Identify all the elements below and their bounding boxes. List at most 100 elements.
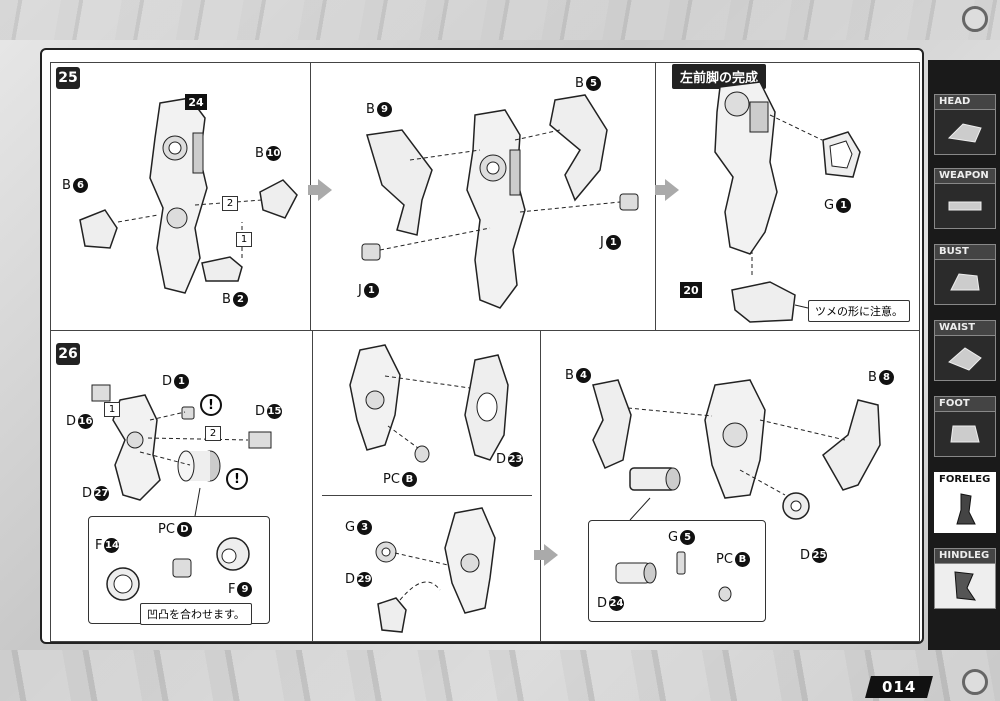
frame-left-illustration — [349, 344, 401, 451]
part-d1-illustration — [181, 406, 195, 420]
order-box-1: 1 — [104, 402, 120, 417]
alignment-note: 凹凸を合わせます。 — [140, 603, 252, 625]
completed-leg-illustration — [714, 81, 778, 255]
hindleg-icon — [934, 564, 996, 609]
part-b5-illustration — [549, 94, 608, 202]
part-d29-illustration — [377, 597, 407, 633]
assembly-guide-lines-6 — [627, 407, 846, 521]
part-g3-illustration — [375, 541, 397, 563]
sidebar-tab-foreleg[interactable]: FORELEG — [934, 472, 996, 533]
part-g5-illustration — [676, 551, 686, 575]
col-divider-25a — [310, 62, 311, 330]
part-d23-illustration — [464, 354, 509, 461]
frame-lower-illustration — [444, 507, 496, 614]
claw-part-illustration — [731, 281, 796, 323]
step-number-25: 25 — [56, 67, 80, 89]
part-b9-illustration — [366, 129, 433, 236]
sub-step-divider — [322, 495, 532, 496]
order-box-1: 1 — [236, 232, 252, 247]
sidebar-tab-head[interactable]: HEAD — [934, 94, 996, 155]
leg-assembly-illustration — [466, 109, 526, 309]
claw-shape-note: ツメの形に注意。 — [808, 300, 910, 322]
assembly-guide-lines-3 — [751, 114, 823, 309]
flow-arrow-stem — [308, 185, 318, 195]
sidebar-tab-waist[interactable]: WAIST — [934, 320, 996, 381]
flow-arrow-stem — [534, 550, 544, 560]
flow-arrow-stem — [655, 185, 665, 195]
sidebar-tab-bust[interactable]: BUST — [934, 244, 996, 305]
sidebar-tab-label: HINDLEG — [934, 548, 996, 564]
flow-arrow-icon — [665, 179, 679, 201]
flow-arrow-icon — [544, 544, 558, 566]
order-box-2: 2 — [222, 196, 238, 211]
col-divider-26b — [540, 330, 541, 642]
head-icon — [934, 110, 996, 155]
assembly-guide-lines-2 — [379, 129, 621, 251]
joint-center-illustration — [704, 379, 766, 499]
col-divider-25b — [655, 62, 656, 330]
sidebar-tab-label: BUST — [934, 244, 996, 260]
part-j1-left-illustration — [361, 243, 381, 261]
leg-frame-part-illustration — [149, 97, 208, 294]
foreleg-icon — [934, 488, 996, 533]
cylinder-part-illustration — [177, 450, 221, 482]
bottom-decoration-band — [0, 650, 1000, 701]
sidebar-tab-hindleg[interactable]: HINDLEG — [934, 548, 996, 609]
corner-logo-bottom-icon — [962, 669, 988, 695]
order-box-2: 2 — [205, 426, 221, 441]
part-b10-illustration — [259, 179, 298, 219]
label-ref-24: 24 — [185, 94, 207, 110]
part-pcb-illustration — [414, 445, 430, 463]
part-f9-illustration — [216, 537, 250, 571]
assembly-guide-lines-4 — [139, 411, 249, 517]
sidebar-tab-foot[interactable]: FOOT — [934, 396, 996, 457]
bust-icon — [934, 260, 996, 305]
part-f14-illustration — [106, 567, 140, 601]
part-d15-illustration — [248, 431, 272, 449]
caution-icon: ! — [226, 468, 248, 490]
part-d24-illustration — [615, 562, 657, 584]
caution-icon: ! — [200, 394, 222, 416]
foot-icon — [934, 412, 996, 457]
step-number-26: 26 — [56, 343, 80, 365]
part-b8-illustration — [822, 399, 881, 491]
sidebar-tab-label: HEAD — [934, 94, 996, 110]
label-ref-20: 20 — [680, 282, 702, 298]
corner-logo-top-icon — [962, 6, 988, 32]
row-divider — [50, 330, 920, 331]
page-number: 014 — [865, 676, 933, 698]
flow-arrow-icon — [318, 179, 332, 201]
sidebar-tab-label: FORELEG — [934, 472, 996, 488]
col-divider-26a — [312, 330, 313, 642]
waist-icon — [934, 336, 996, 381]
assembly-guide-lines-5 — [384, 375, 471, 601]
part-g1-illustration — [822, 131, 861, 178]
weapon-icon — [934, 184, 996, 229]
sidebar-tab-label: FOOT — [934, 396, 996, 412]
part-b4-illustration — [592, 379, 632, 469]
part-d16-illustration — [91, 384, 111, 402]
top-decoration-band — [0, 0, 1000, 40]
part-b6-illustration — [79, 209, 118, 249]
sidebar-tab-weapon[interactable]: WEAPON — [934, 168, 996, 229]
sidebar-tab-label: WEAPON — [934, 168, 996, 184]
